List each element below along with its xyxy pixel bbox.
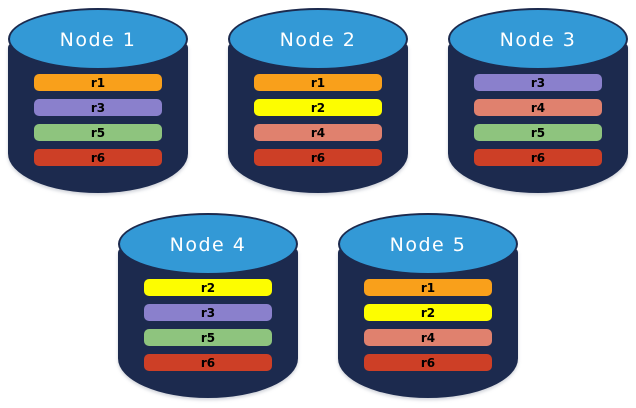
replica-list: r2 r3 r5 r6 xyxy=(118,275,298,371)
replica-list: r1 r3 r5 r6 xyxy=(8,70,188,166)
replica-bar[interactable]: r2 xyxy=(144,279,272,296)
cylinder-top-ellipse: Node 2 xyxy=(228,8,408,70)
database-node-2[interactable]: Node 2 r1 r2 r4 r6 xyxy=(228,8,408,193)
replica-bar[interactable]: r1 xyxy=(364,279,492,296)
replica-list: r1 r2 r4 r6 xyxy=(228,70,408,166)
replica-bar[interactable]: r3 xyxy=(474,74,602,91)
replica-bar[interactable]: r6 xyxy=(144,354,272,371)
replica-bar[interactable]: r6 xyxy=(34,149,162,166)
cylinder-top-ellipse: Node 3 xyxy=(448,8,628,70)
replica-list: r1 r2 r4 r6 xyxy=(338,275,518,371)
replica-bar[interactable]: r6 xyxy=(254,149,382,166)
database-node-4[interactable]: Node 4 r2 r3 r5 r6 xyxy=(118,213,298,398)
cylinder-top-ellipse: Node 1 xyxy=(8,8,188,70)
replica-list: r3 r4 r5 r6 xyxy=(448,70,628,166)
replica-bar[interactable]: r4 xyxy=(474,99,602,116)
database-node-1[interactable]: Node 1 r1 r3 r5 r6 xyxy=(8,8,188,193)
replica-bar[interactable]: r5 xyxy=(474,124,602,141)
cylinder-top-ellipse: Node 4 xyxy=(118,213,298,275)
replica-bar[interactable]: r6 xyxy=(474,149,602,166)
node-label: Node 1 xyxy=(59,29,137,51)
replica-bar[interactable]: r1 xyxy=(254,74,382,91)
replica-bar[interactable]: r3 xyxy=(34,99,162,116)
node-label: Node 2 xyxy=(279,29,357,51)
node-label: Node 3 xyxy=(499,29,577,51)
node-label: Node 5 xyxy=(389,234,467,256)
replica-bar[interactable]: r5 xyxy=(34,124,162,141)
replica-bar[interactable]: r3 xyxy=(144,304,272,321)
replica-bar[interactable]: r4 xyxy=(364,329,492,346)
cylinder-top-ellipse: Node 5 xyxy=(338,213,518,275)
replica-bar[interactable]: r1 xyxy=(34,74,162,91)
replica-bar[interactable]: r2 xyxy=(254,99,382,116)
replica-bar[interactable]: r4 xyxy=(254,124,382,141)
node-label: Node 4 xyxy=(169,234,247,256)
database-node-5[interactable]: Node 5 r1 r2 r4 r6 xyxy=(338,213,518,398)
replica-bar[interactable]: r6 xyxy=(364,354,492,371)
replica-bar[interactable]: r5 xyxy=(144,329,272,346)
replica-bar[interactable]: r2 xyxy=(364,304,492,321)
database-node-3[interactable]: Node 3 r3 r4 r5 r6 xyxy=(448,8,628,193)
